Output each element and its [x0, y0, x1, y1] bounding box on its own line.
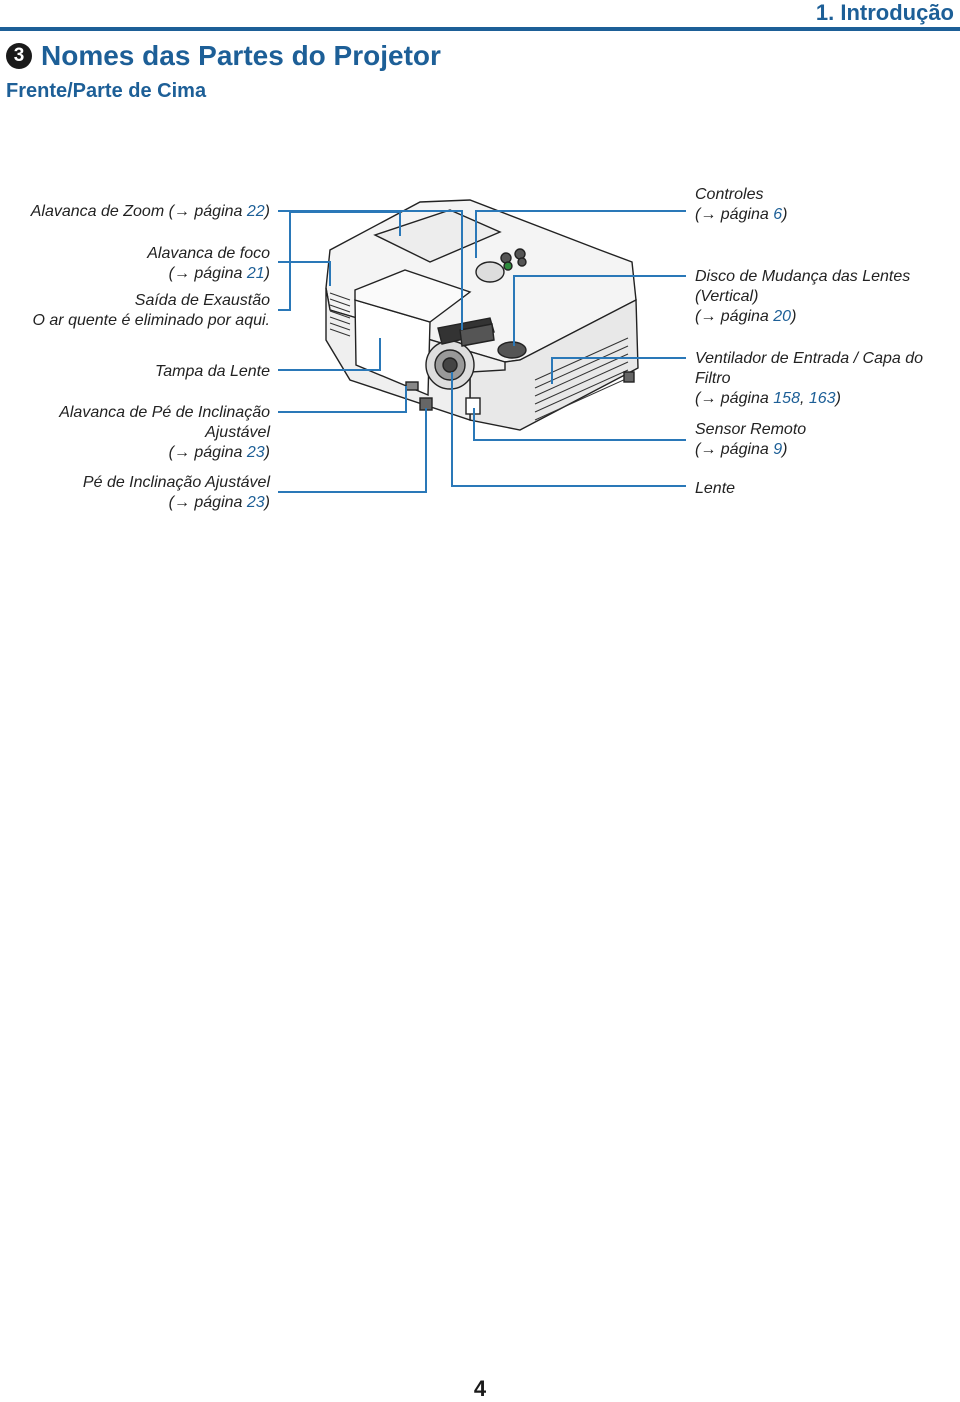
label-lens-title: Lente	[695, 480, 736, 497]
label-intake-title-2: Filtro	[695, 370, 731, 387]
section-title: 3 Nomes das Partes do Projetor	[6, 40, 441, 72]
chapter-heading: 1. Introdução	[815, 0, 954, 25]
page-number: 4	[473, 1376, 487, 1401]
page-ref-link[interactable]: 163	[808, 390, 836, 407]
label-intake-fan: Ventilador de Entrada / Capa do Filtro (…	[695, 349, 923, 409]
label-focus-lever: Alavanca de foco (→ página 21)	[147, 244, 270, 284]
section-title-text: Nomes das Partes do Projetor	[41, 40, 441, 71]
page-ref-end: )	[835, 390, 841, 407]
label-controls: Controles (→ página 6)	[695, 185, 788, 225]
label-lens: Lente	[695, 479, 735, 499]
page-ref-link[interactable]: 9	[773, 441, 783, 458]
page-ref-link[interactable]: 158	[773, 390, 800, 407]
label-tilt-foot-lever: Alavanca de Pé de Inclinação Ajustável (…	[59, 403, 270, 463]
page-ref-end: )	[264, 494, 270, 511]
label-intake-title: Ventilador de Entrada / Capa do	[695, 350, 924, 367]
label-controls-title: Controles	[695, 186, 764, 203]
label-tilt-foot: Pé de Inclinação Ajustável (→ página 23)	[83, 473, 270, 513]
page-ref-prefix: (→ página	[695, 441, 774, 458]
page-ref-link[interactable]: 22	[246, 203, 265, 220]
page-ref-end: )	[791, 308, 797, 325]
label-lens-cap-title: Tampa da Lente	[154, 363, 270, 380]
page-ref-link[interactable]: 6	[773, 206, 783, 223]
page-ref-prefix: (→ página	[695, 390, 774, 407]
label-zoom-lever-end: )	[264, 203, 270, 220]
page-ref-link[interactable]: 21	[246, 265, 265, 282]
section-subtitle: Frente/Parte de Cima	[6, 80, 207, 102]
page-ref-separator: ,	[799, 390, 809, 407]
page-ref-prefix: (→ página	[168, 265, 247, 282]
label-remote-sensor: Sensor Remoto (→ página 9)	[695, 420, 806, 460]
label-focus-lever-title: Alavanca de foco	[147, 245, 270, 262]
page-ref-link[interactable]: 23	[246, 444, 265, 461]
page-ref-link[interactable]: 20	[773, 308, 792, 325]
projector-illustration	[325, 199, 639, 431]
label-zoom-lever: Alavanca de Zoom (→ página 22)	[31, 202, 270, 222]
label-lens-shift-title: Disco de Mudança das Lentes	[695, 268, 911, 285]
page-ref-prefix: (→ página	[168, 494, 247, 511]
header-rule	[0, 27, 960, 31]
label-lens-shift-dial: Disco de Mudança das Lentes (Vertical) (…	[695, 267, 910, 327]
page-ref-end: )	[264, 265, 270, 282]
page-ref-prefix: (→ página	[695, 308, 774, 325]
page-ref-end: )	[264, 444, 270, 461]
page-ref-prefix: (→ página	[695, 206, 774, 223]
label-exhaust-note: O ar quente é eliminado por aqui.	[32, 312, 270, 329]
label-lens-cap: Tampa da Lente	[155, 362, 270, 382]
label-exhaust-title: Saída de Exaustão	[134, 292, 270, 309]
page-ref-prefix: (→ página	[168, 444, 247, 461]
page-ref-end: )	[782, 441, 788, 458]
label-lens-shift-sub: (Vertical)	[695, 288, 759, 305]
label-tilt-lever-title: Alavanca de Pé de Inclinação	[59, 404, 270, 421]
label-tilt-foot-title: Pé de Inclinação Ajustável	[82, 474, 270, 491]
page-ref-end: )	[782, 206, 788, 223]
label-tilt-lever-title-2: Ajustável	[205, 424, 270, 441]
page-ref-link[interactable]: 23	[246, 494, 265, 511]
label-remote-sensor-title: Sensor Remoto	[695, 421, 807, 438]
label-exhaust-vent: Saída de Exaustão O ar quente é eliminad…	[33, 291, 270, 331]
projector-diagram	[278, 199, 686, 493]
section-number-badge: 3	[6, 43, 32, 69]
label-zoom-lever-text: Alavanca de Zoom (→ página	[30, 203, 247, 220]
